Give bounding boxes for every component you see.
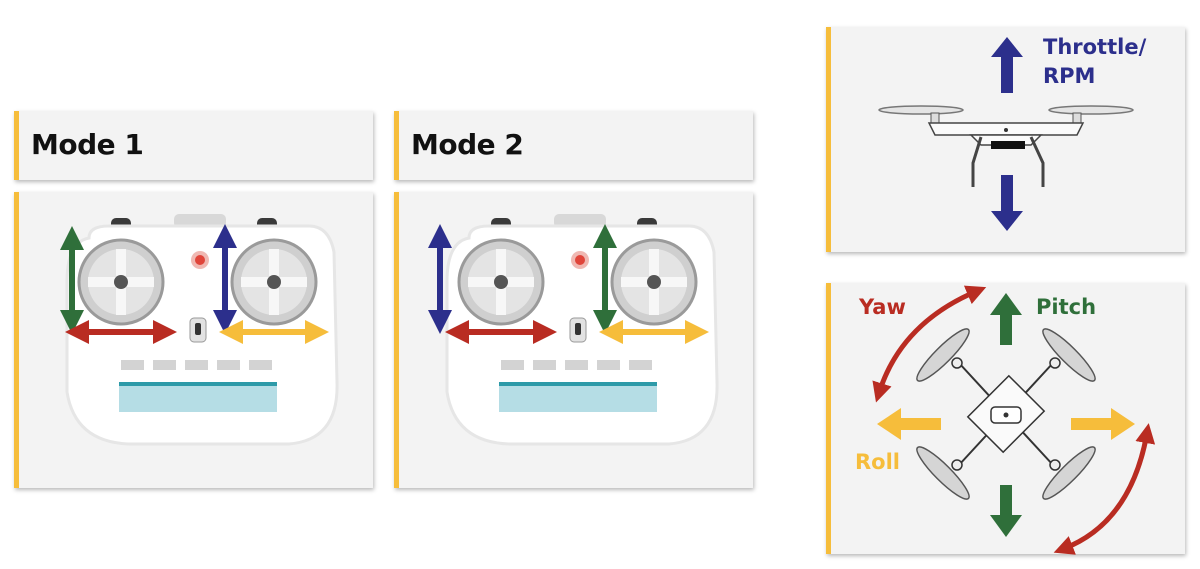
- remote-controller-icon: [65, 214, 339, 446]
- yaw-label: Yaw: [858, 295, 906, 319]
- throttle-down-arrow: [991, 175, 1023, 231]
- orientation-card: Yaw Pitch Roll: [826, 283, 1185, 555]
- drone-side-icon: [878, 105, 1134, 187]
- throttle-diagram: Throttle/ RPM: [878, 35, 1147, 231]
- throttle-up-arrow: [991, 37, 1023, 93]
- roll-right-arrow: [1071, 408, 1135, 440]
- mode-1-controller-card: [14, 192, 373, 488]
- throttle-label-line2: RPM: [1043, 64, 1095, 88]
- orientation-diagram: Yaw Pitch Roll: [855, 285, 1156, 555]
- roll-left-arrow: [877, 408, 941, 440]
- throttle-card: Throttle/ RPM: [826, 27, 1185, 252]
- mode-2-controller-card: [394, 192, 753, 488]
- roll-label: Roll: [855, 450, 900, 474]
- mode-2-title: Mode 2: [411, 128, 524, 161]
- mode-1-header: Mode 1: [14, 111, 373, 180]
- drone-top-icon: [916, 328, 1096, 500]
- remote-controller-icon: [445, 214, 719, 446]
- pitch-backward-arrow: [990, 485, 1022, 537]
- pitch-forward-arrow: [990, 293, 1022, 345]
- mode-1-controller-diagram: [60, 214, 339, 446]
- mode-2-controller-diagram: [428, 214, 719, 446]
- mode-1-title: Mode 1: [31, 128, 144, 161]
- yaw-arc-lower-right: [1053, 423, 1156, 555]
- mode-2-header: Mode 2: [394, 111, 753, 180]
- pitch-label: Pitch: [1036, 295, 1096, 319]
- throttle-label-line1: Throttle/: [1043, 35, 1147, 59]
- yaw-arc-upper-left: [872, 285, 987, 403]
